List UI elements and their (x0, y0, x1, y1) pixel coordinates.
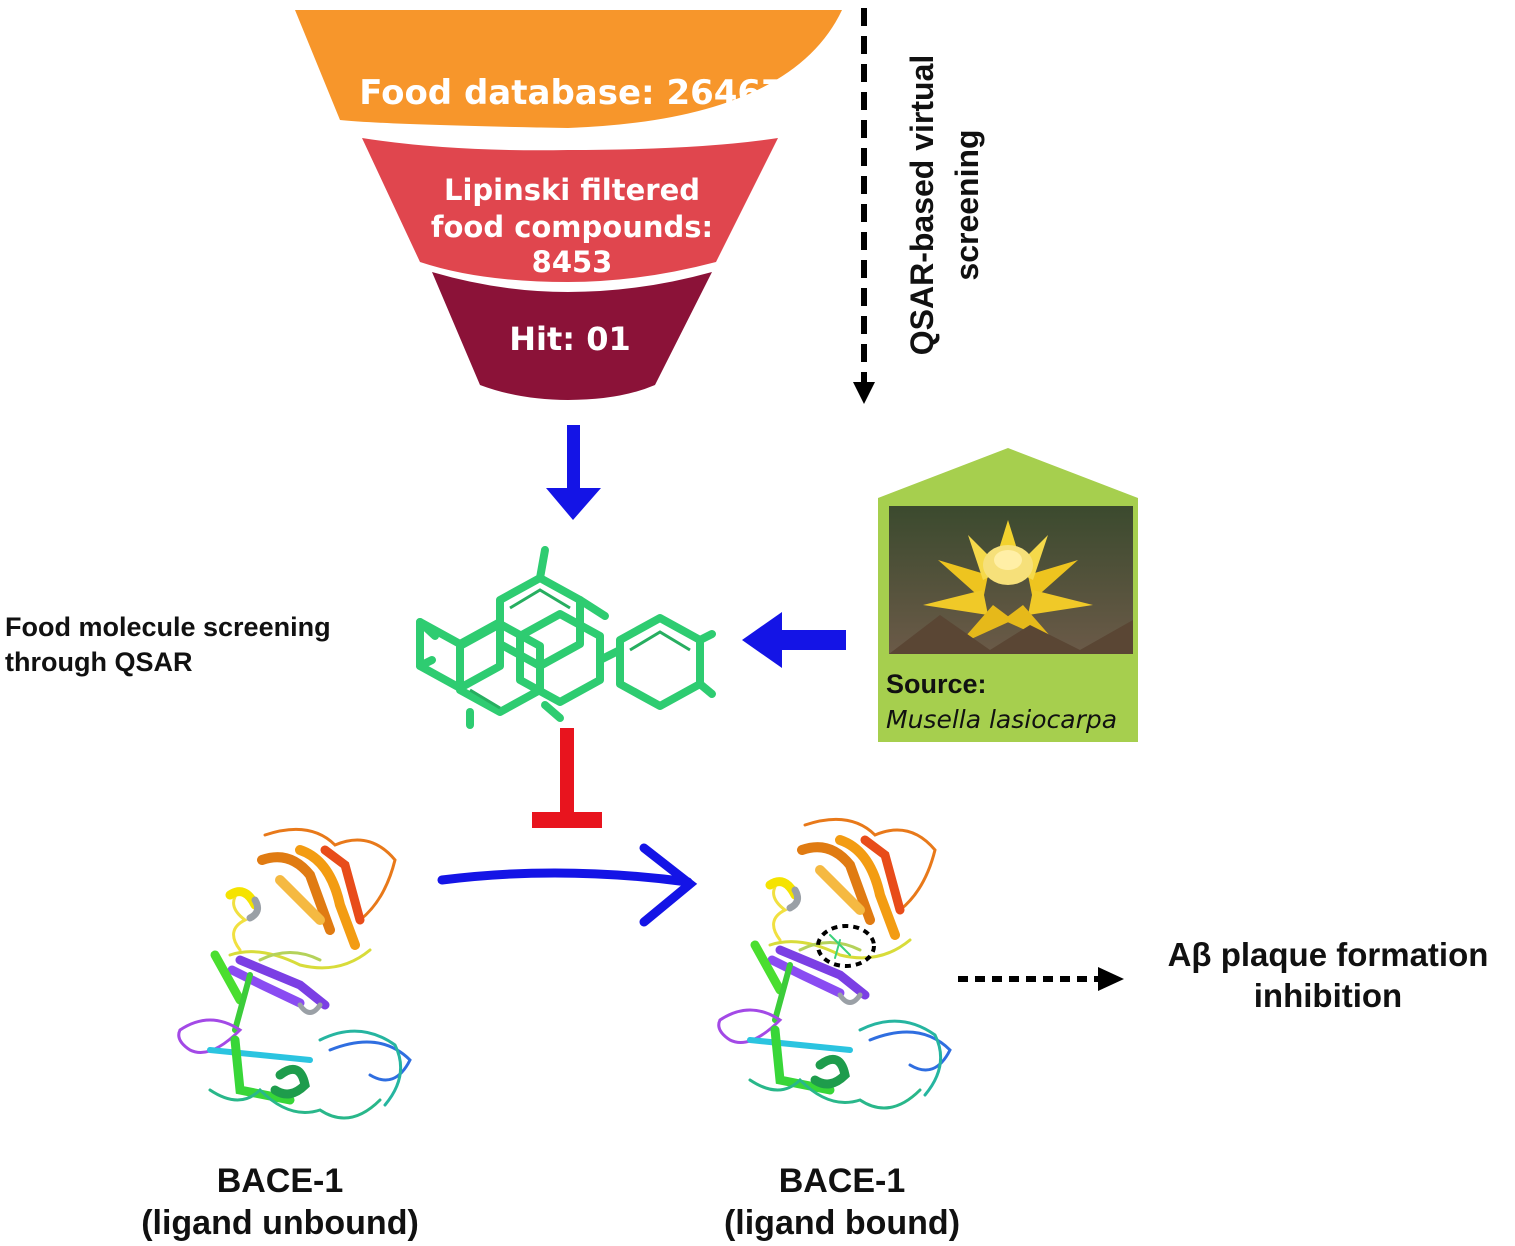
screening-label-line2: screening (949, 129, 985, 280)
molecule-inner-bonds (469, 588, 691, 710)
screening-label-line1: QSAR-based virtual (904, 55, 940, 356)
binding-arrow (437, 843, 698, 927)
funnel-stage1-text: Food database: 26467 (359, 73, 785, 113)
protein-bound (717, 817, 952, 1110)
outcome-line1: Aβ plaque formation (1168, 936, 1489, 973)
outcome-line2: inhibition (1254, 977, 1402, 1014)
funnel-stage2-line3: 8453 (532, 245, 613, 279)
funnel-stage-hit (432, 272, 712, 400)
source-box: Source: Musella lasiocarpa (878, 448, 1138, 742)
funnel-stage-lipinski (362, 138, 778, 282)
outcome-arrow (958, 967, 1124, 991)
screening-funnel: Food database: 26467 Lipinski filtered f… (295, 10, 842, 400)
bace-right-line1: BACE-1 (779, 1162, 906, 1200)
source-arrow (742, 612, 846, 668)
musella-flower-photo (889, 506, 1133, 654)
bace-right-line2: (ligand bound) (724, 1204, 960, 1242)
funnel-stage-database (295, 10, 842, 128)
funnel-stage2-line1: Lipinski filtered (444, 173, 700, 207)
bace-left-line2: (ligand unbound) (141, 1204, 419, 1242)
funnel-stage2-line2: food compounds: (431, 210, 713, 244)
funnel-stage3-text: Hit: 01 (509, 320, 631, 358)
molecule-structure (416, 546, 716, 729)
source-title: Source: (886, 669, 987, 699)
source-species: Musella lasiocarpa (886, 705, 1117, 734)
down-arrow (546, 425, 601, 520)
protein-unbound (177, 827, 412, 1120)
bace-left-line1: BACE-1 (217, 1162, 344, 1200)
molecule-label-line1: Food molecule screening (5, 612, 331, 642)
binding-site-marker (816, 924, 876, 968)
screening-label: QSAR-based virtual screening (904, 55, 985, 356)
inhibition-symbol (532, 728, 602, 828)
molecule-label-line2: through QSAR (5, 647, 192, 677)
screening-direction-arrow (853, 8, 875, 404)
